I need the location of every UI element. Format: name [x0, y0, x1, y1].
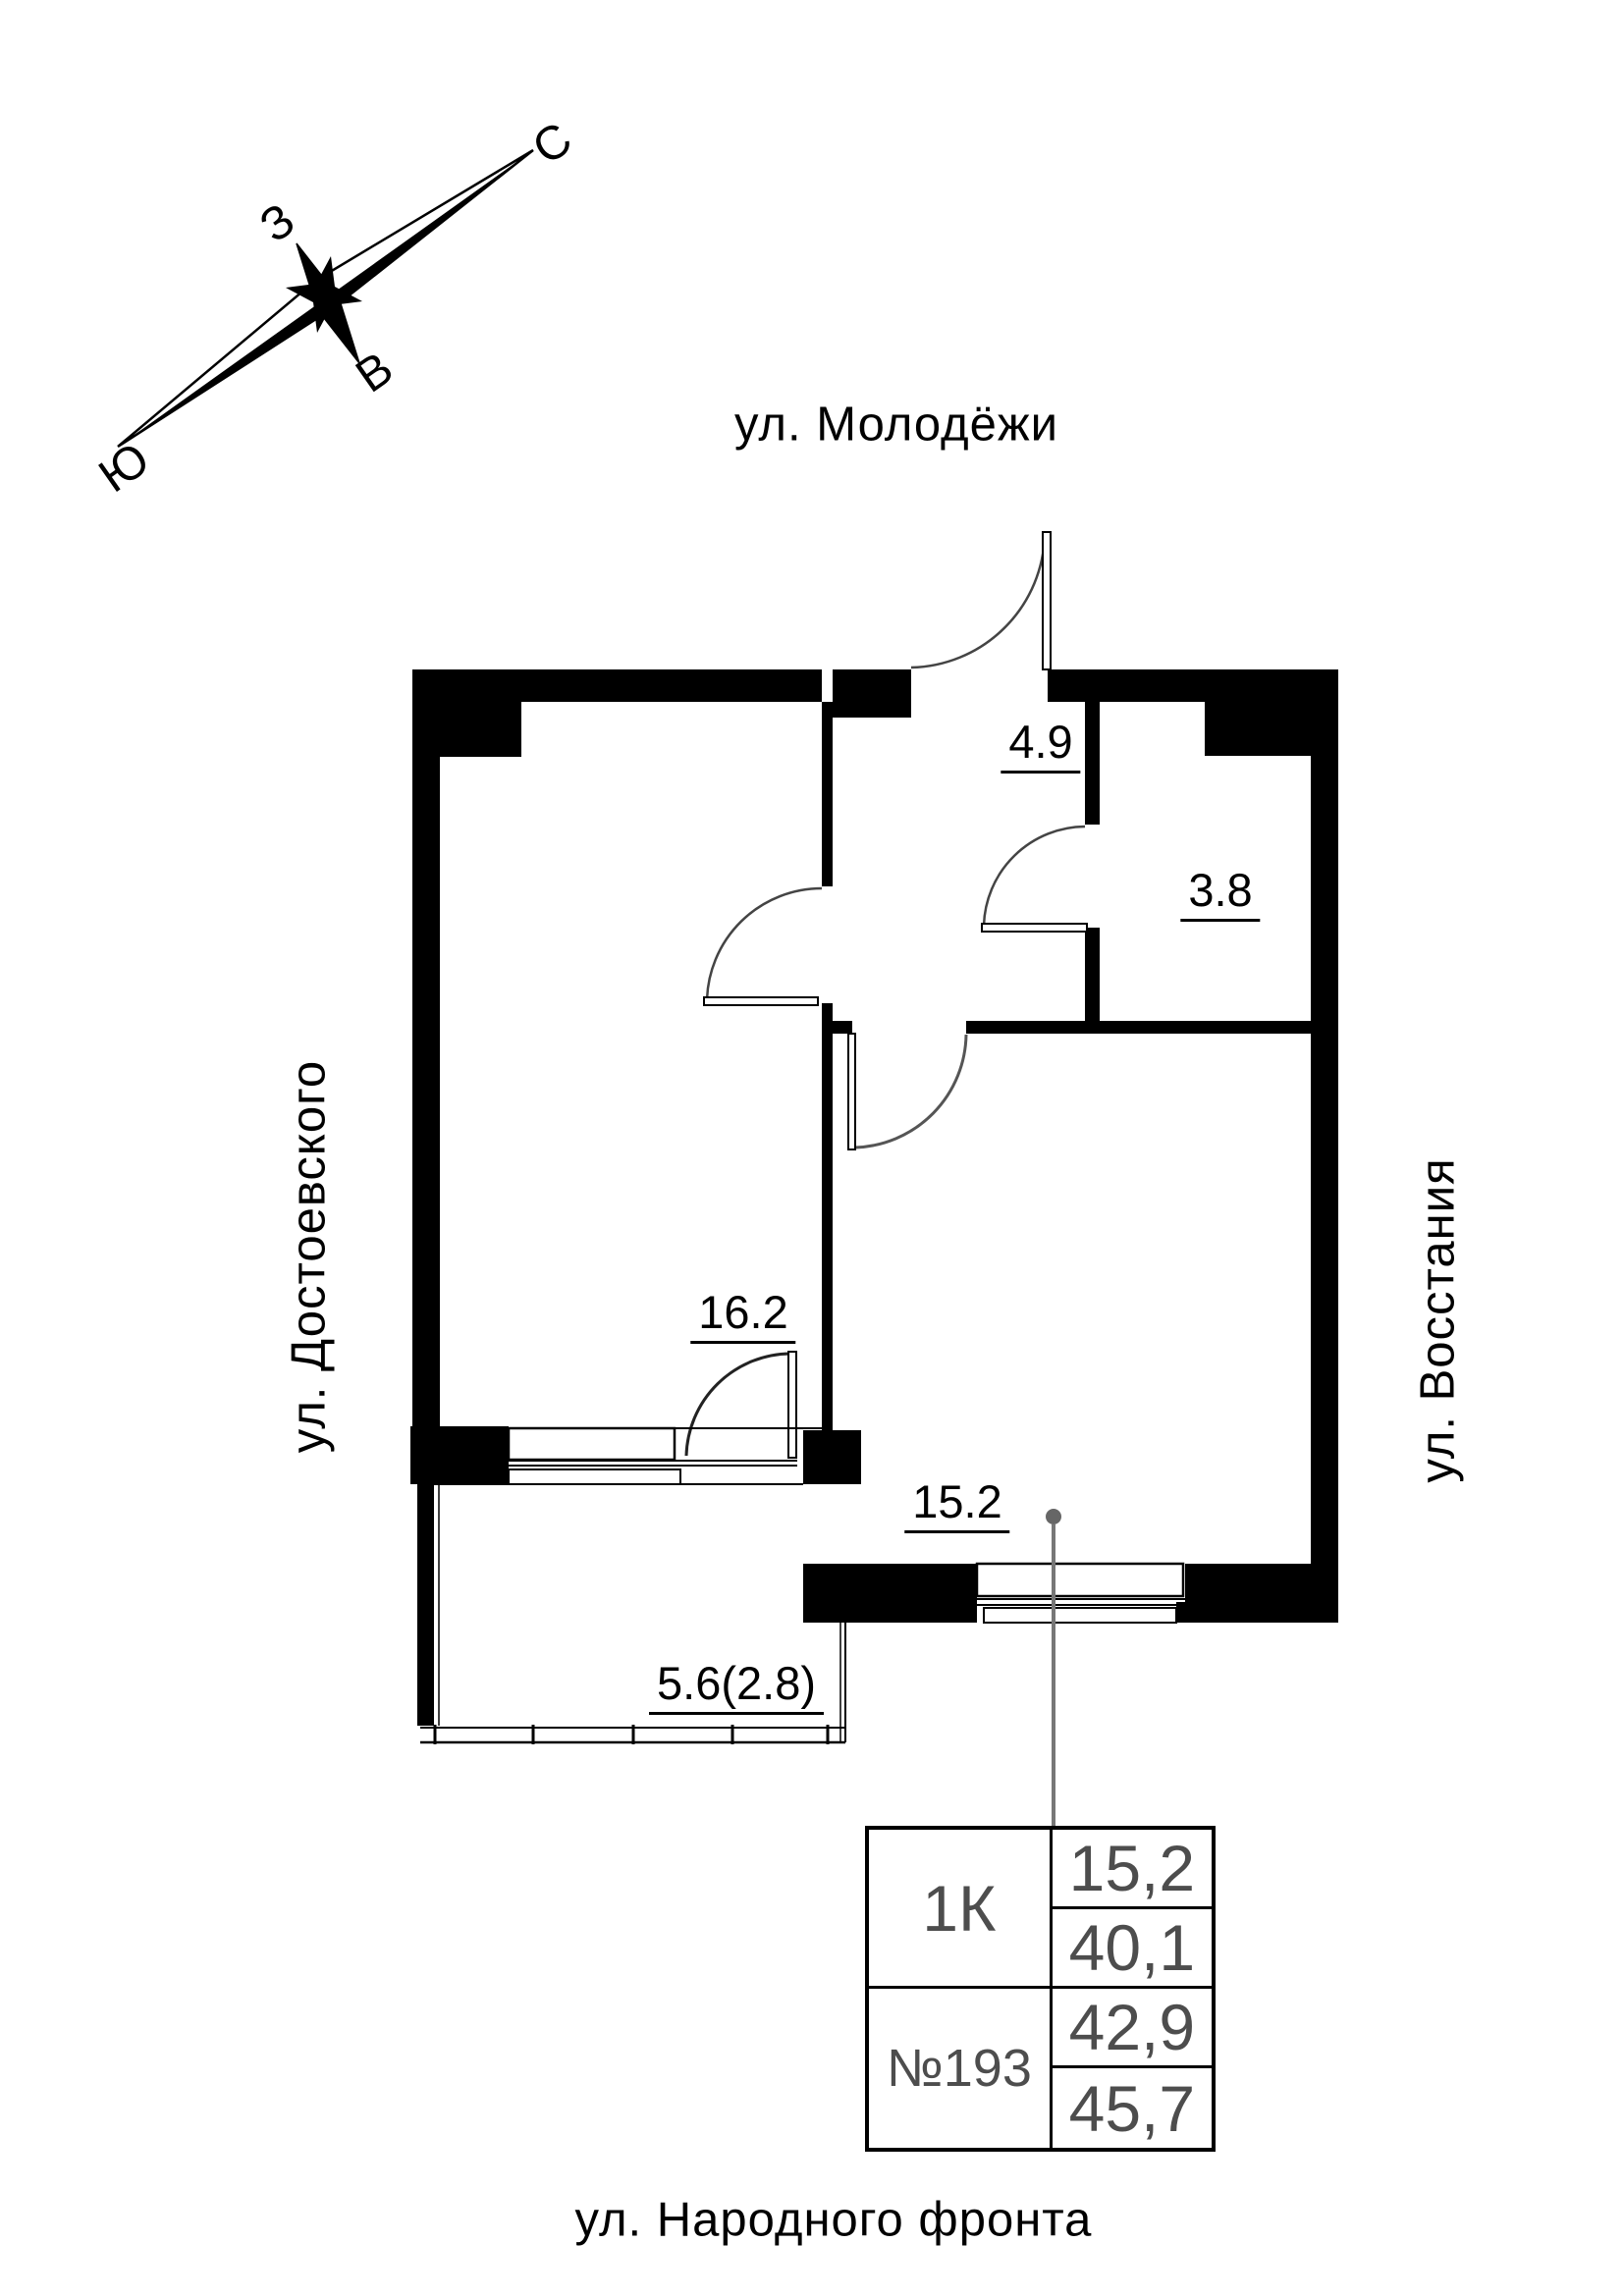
wall-top-right-run — [1048, 669, 1338, 702]
apartment-type-cell: 1К — [869, 1830, 1050, 1989]
living-door-arc — [705, 886, 823, 1002]
street-label-top: ул. Молодёжи — [733, 398, 1059, 452]
street-label-bottom: ул. Народного фронта — [574, 2193, 1093, 2247]
bathroom-door-arc — [982, 825, 1086, 927]
wall-hall-kitchen-run — [966, 1021, 1311, 1034]
bathroom-door-leaf — [981, 923, 1088, 933]
area-cell-reduced: 42,9 — [1052, 1989, 1212, 2068]
balcony-railing — [420, 1484, 846, 1744]
living-window — [507, 1426, 676, 1462]
room-area-label-living: 16.2 — [690, 1289, 796, 1344]
leader-dot — [1046, 1509, 1061, 1524]
entrance-door-arc — [910, 534, 1047, 669]
wall-entry-left — [833, 669, 911, 718]
apartment-info-table: 1К №193 15,2 40,1 42,9 45,7 — [865, 1826, 1216, 2152]
wall-right — [1311, 669, 1338, 1623]
living-door-leaf — [703, 996, 819, 1006]
room-area-label-balcony: 5.6(2.8) — [649, 1660, 824, 1715]
wall-bottom-left-seg — [803, 1564, 977, 1623]
balcony-door-leaf — [787, 1351, 797, 1459]
area-cell-total: 45,7 — [1068, 2071, 1196, 2145]
wall-balcony-left-strip — [417, 1484, 434, 1726]
apartment-number-cell: №193 — [886, 2039, 1032, 2098]
kitchen-door-arc — [854, 1034, 968, 1149]
wall-living-hall-upper — [822, 702, 833, 886]
wall-left-bottom-block — [410, 1426, 509, 1484]
kitchen-window-sill — [983, 1607, 1177, 1624]
area-cell-living: 40,1 — [1052, 1909, 1212, 1989]
wall-living-corner-block — [803, 1430, 861, 1484]
wall-living-hall-lower — [822, 1003, 833, 1430]
entrance-door-leaf — [1042, 531, 1052, 670]
room-area-label-bathroom: 3.8 — [1180, 867, 1261, 922]
wall-top-left-run — [521, 669, 822, 702]
wall-bath-top-block — [1205, 702, 1311, 756]
wall-hall-bath-lower — [1085, 928, 1100, 1033]
living-window-sill — [508, 1468, 681, 1485]
kitchen-window — [975, 1562, 1185, 1598]
wall-left — [412, 669, 440, 1426]
kitchen-door-leaf — [847, 1033, 856, 1150]
room-area-label-kitchen: 15.2 — [904, 1478, 1010, 1533]
wall-hall-bath-upper — [1085, 702, 1100, 825]
wall-hall-kitchen-stub — [833, 1021, 852, 1034]
balcony-door-arc — [684, 1352, 791, 1457]
wall-bottom-sub-block — [1176, 1602, 1225, 1623]
area-cell-room: 15,2 — [1052, 1830, 1212, 1909]
room-area-label-hallway: 4.9 — [1001, 719, 1081, 774]
